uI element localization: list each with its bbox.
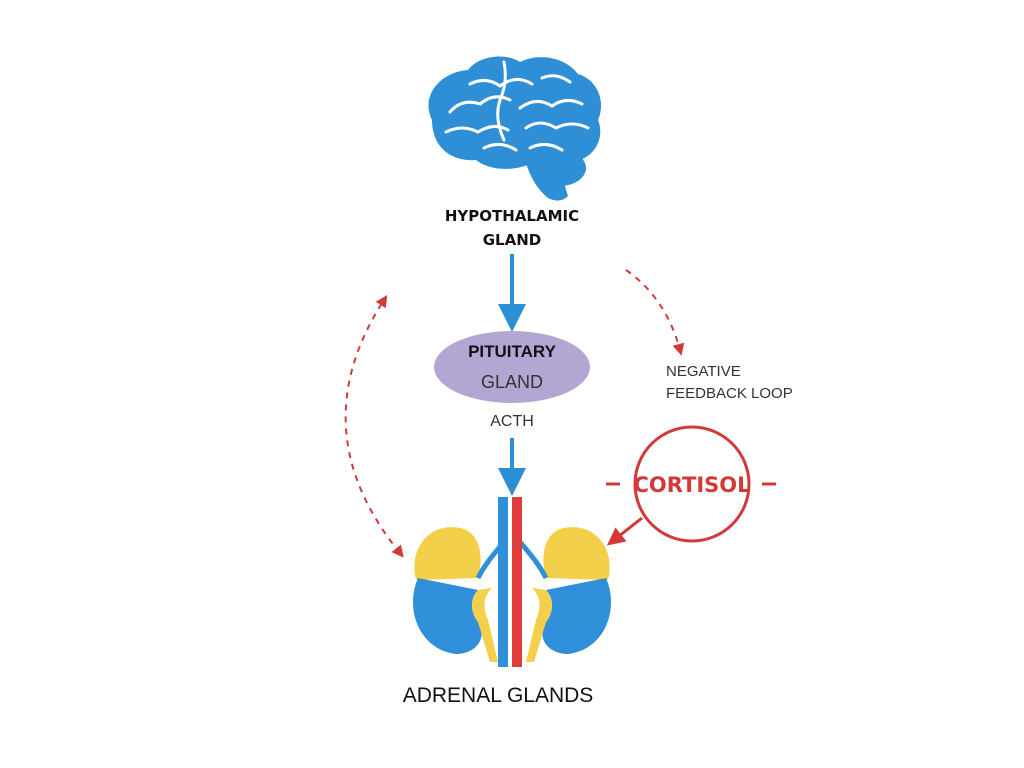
pituitary-gland-shape [434,331,590,403]
right-feedback-arrow [625,269,685,356]
adrenal-glands-label: ADRENAL GLANDS [403,684,594,707]
kidneys-icon [412,497,612,667]
brain-icon [428,56,602,201]
hypothalamic-label-line1: HYPOTHALAMIC [445,207,579,225]
pituitary-label-line2: GLAND [481,372,543,392]
negative-feedback-label-line2: FEEDBACK LOOP [666,385,793,402]
cortisol-label: CORTISOL [634,473,751,497]
arrow-cortisol-to-adrenal [606,516,643,546]
hypothalamic-label-line2: GLAND [483,231,541,249]
acth-label: ACTH [490,413,534,430]
left-feedback-arrow [344,294,404,558]
negative-feedback-label-line1: NEGATIVE [666,363,741,380]
cortisol-circle [633,425,751,543]
pituitary-label-line1: PITUITARY [468,342,556,361]
